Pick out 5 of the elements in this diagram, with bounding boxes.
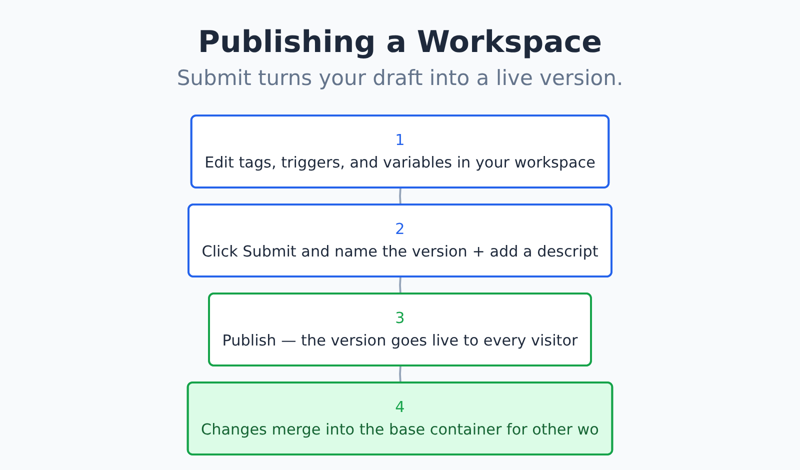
connector (399, 188, 402, 206)
connector (399, 366, 402, 384)
subtitle: Submit turns your draft into a live version. (176, 65, 624, 92)
title: Publishing a Workspace (198, 24, 602, 62)
connector (399, 276, 402, 294)
